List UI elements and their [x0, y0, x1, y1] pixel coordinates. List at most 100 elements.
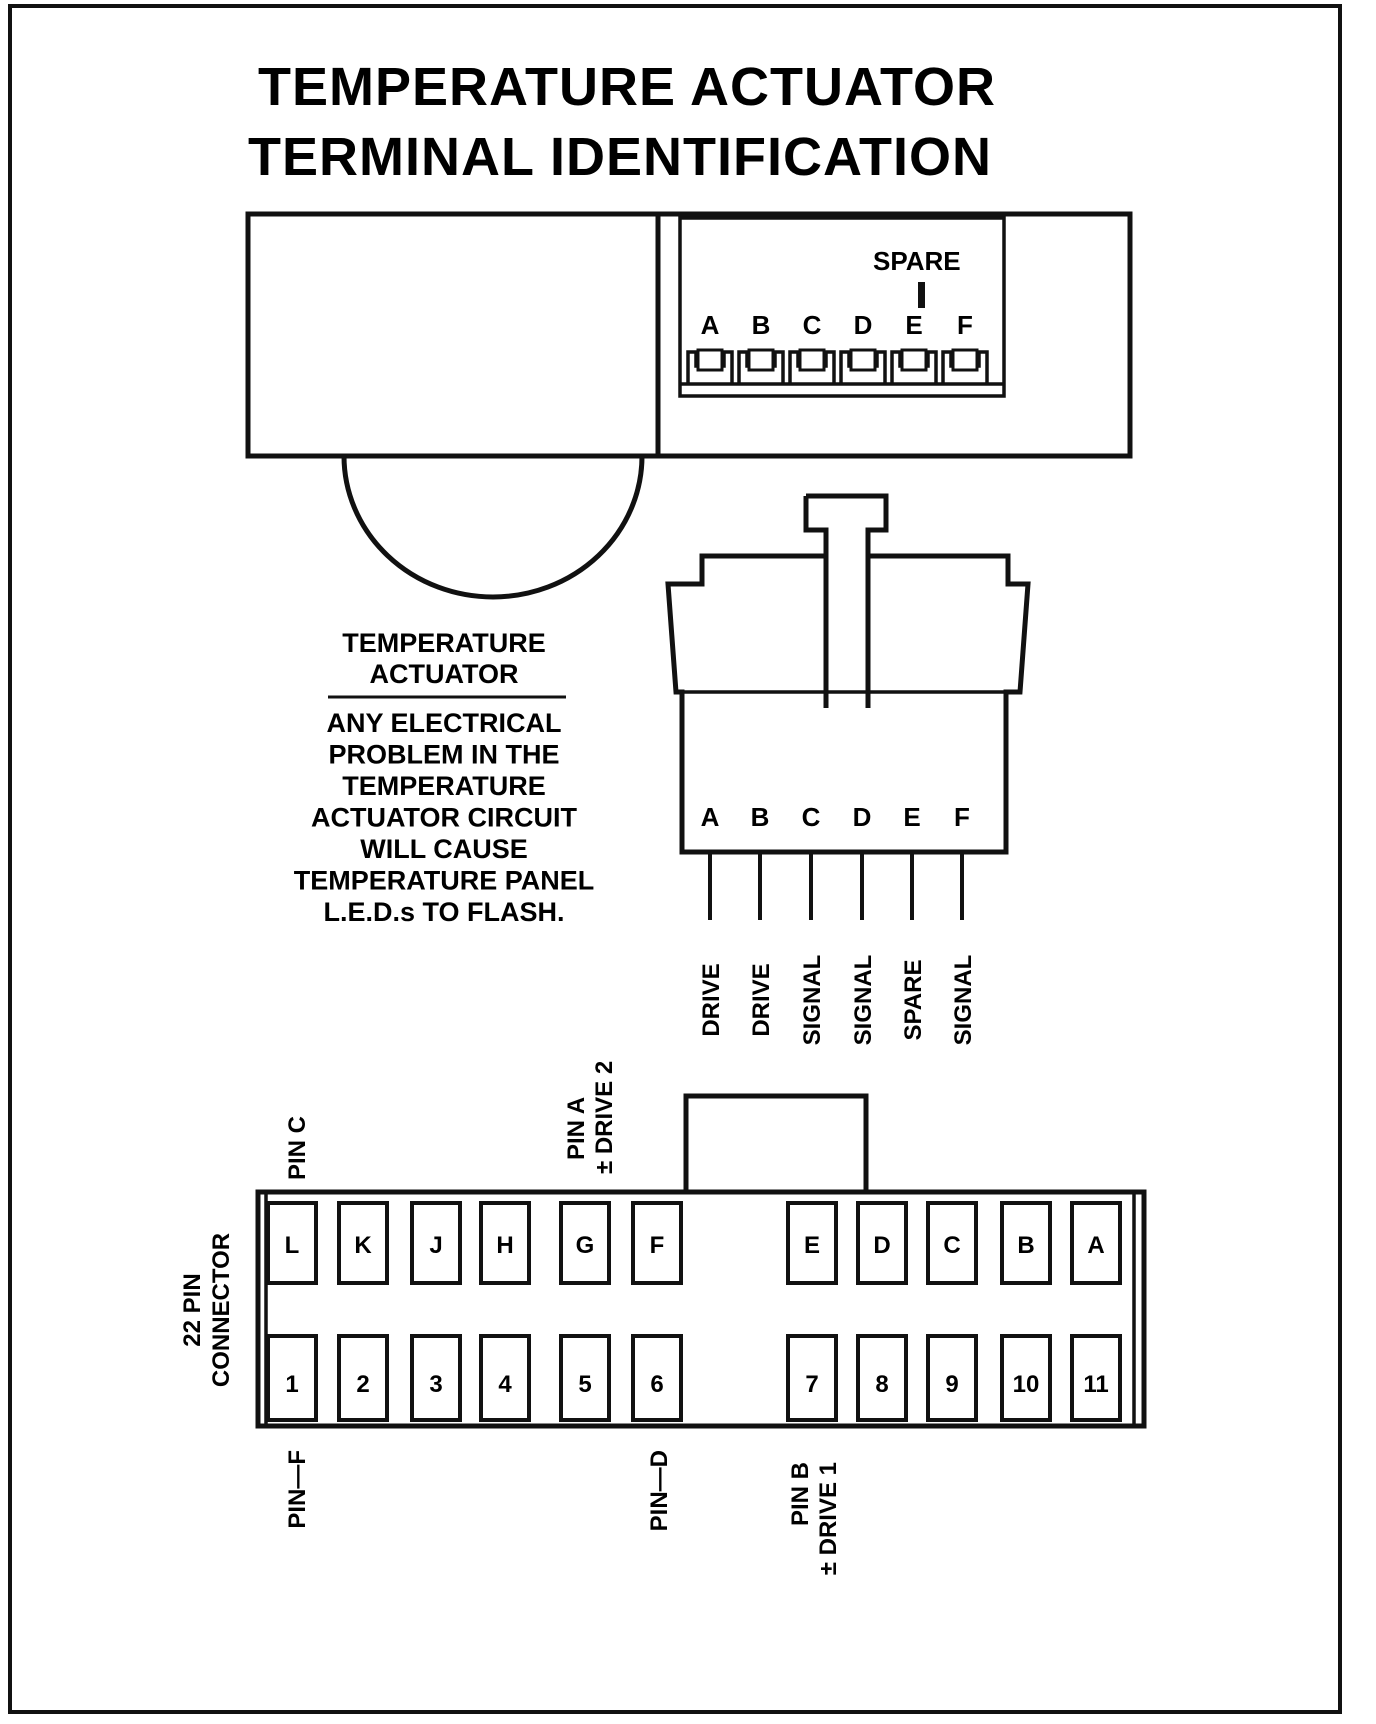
- connector-cavity-bottom: [631, 1334, 683, 1422]
- note-line: WILL CAUSE: [360, 834, 528, 864]
- label-pin-a-line-1: PIN A: [563, 1097, 590, 1160]
- note-line: TEMPERATURE PANEL: [294, 866, 595, 896]
- connector-cavity-top-label: H: [496, 1232, 513, 1259]
- connector-cavity-top: [1000, 1201, 1052, 1285]
- plug-wire-label: DRIVE: [748, 963, 775, 1036]
- connector-cavity-top-label: L: [285, 1232, 300, 1259]
- connector-cavity-top: [786, 1201, 838, 1285]
- actuator-pin-label: B: [752, 310, 771, 340]
- label-pin-b-line-1: PIN B: [787, 1462, 814, 1526]
- outer-border: [8, 4, 1342, 1714]
- connector-cavity-top-label: K: [354, 1232, 372, 1259]
- plug-pin-label: B: [751, 802, 770, 832]
- connector-name-line-2: CONNECTOR: [208, 1233, 235, 1387]
- plug-pin-label: E: [903, 802, 920, 832]
- connector-cavity-top: [856, 1201, 908, 1285]
- connector-cavity-top: [410, 1201, 462, 1285]
- actuator-pin-contact: [747, 348, 775, 372]
- connector-cavity-bottom: [856, 1334, 908, 1422]
- connector-cavity-bottom: [786, 1334, 838, 1422]
- plug-wire-label: SIGNAL: [799, 955, 826, 1046]
- plug-pin-label: C: [802, 802, 821, 832]
- connector-name-line-1: 22 PIN: [179, 1273, 206, 1346]
- connector-cavity-top-label: C: [943, 1232, 960, 1259]
- connector-cavity-bottom-label: 1: [285, 1371, 298, 1398]
- connector-cavity-bottom-label: 3: [429, 1371, 442, 1398]
- connector-cavity-bottom-label: 2: [356, 1371, 369, 1398]
- note-heading-2: ACTUATOR: [370, 659, 519, 689]
- spare-marker: [918, 282, 925, 308]
- plug-wire-label: SPARE: [900, 960, 927, 1041]
- connector-cavity-top-label: J: [429, 1232, 442, 1259]
- connector-cavity-top-label: G: [576, 1232, 595, 1259]
- connector-cavity-bottom: [559, 1334, 611, 1422]
- label-pin-d: PIN—D: [646, 1450, 673, 1531]
- actuator-pin-label: D: [854, 310, 873, 340]
- plug-wire-label: SIGNAL: [950, 955, 977, 1046]
- connector-cavity-bottom-label: 10: [1013, 1371, 1040, 1398]
- actuator-pin-contact: [900, 348, 928, 372]
- actuator-pin-label: F: [957, 310, 973, 340]
- actuator-pin-contact: [951, 348, 979, 372]
- connector-cavity-top-label: B: [1017, 1232, 1034, 1259]
- label-pin-c: PIN C: [284, 1116, 311, 1180]
- connector-cavity-top: [479, 1201, 531, 1285]
- title-line-1: TEMPERATURE ACTUATOR: [258, 57, 996, 117]
- connector-cavity-bottom-label: 9: [945, 1371, 958, 1398]
- actuator-pin-label: C: [803, 310, 822, 340]
- plug-pin-row: A B C D E F: [701, 802, 970, 832]
- connector-cavity-top: [266, 1201, 318, 1285]
- label-pin-f: PIN—F: [284, 1450, 311, 1529]
- connector-cavity-bottom-label: 6: [650, 1371, 663, 1398]
- connector-cavity-bottom: [926, 1334, 978, 1422]
- connector-cavity-top: [926, 1201, 978, 1285]
- note-line: TEMPERATURE: [342, 771, 546, 801]
- actuator-pin-label: E: [905, 310, 922, 340]
- connector-cavity-bottom-label: 7: [805, 1371, 818, 1398]
- connector-cavity-bottom: [337, 1334, 389, 1422]
- note-line: ACTUATOR CIRCUIT: [311, 803, 577, 833]
- connector-22-pin: [255, 1093, 1147, 1429]
- connector-cavity-top-label: F: [650, 1232, 665, 1259]
- connector-cavity-bottom-label: 8: [875, 1371, 888, 1398]
- connector-cavity-bottom-label: 5: [578, 1371, 591, 1398]
- connector-cavity-top: [559, 1201, 611, 1285]
- connector-cavity-bottom: [479, 1334, 531, 1422]
- plug-wire-label: DRIVE: [698, 963, 725, 1036]
- connector-cavity-top: [1070, 1201, 1122, 1285]
- actuator-body: SPARE: [245, 211, 1133, 600]
- note-line: PROBLEM IN THE: [328, 740, 559, 770]
- actuator-pin-row: A B C D E F: [686, 310, 989, 384]
- note-line: L.E.D.s TO FLASH.: [323, 897, 564, 927]
- connector-cavity-bottom: [1000, 1334, 1052, 1422]
- note-heading-1: TEMPERATURE: [342, 628, 546, 658]
- actuator-pin-contact: [696, 348, 724, 372]
- plug-pin-label: D: [853, 802, 872, 832]
- actuator-pin-label: A: [701, 310, 720, 340]
- plug-pin-label: F: [954, 802, 970, 832]
- spare-label: SPARE: [873, 246, 961, 276]
- connector-cavity-bottom: [1070, 1334, 1122, 1422]
- connector-cavity-bottom-label: 11: [1083, 1371, 1108, 1398]
- plug-pin-label: A: [701, 802, 720, 832]
- actuator-pin-contact: [798, 348, 826, 372]
- label-pin-a-line-2: ± DRIVE 2: [591, 1061, 618, 1174]
- plug-wire-label: SIGNAL: [850, 955, 877, 1046]
- connector-cavity-top: [337, 1201, 389, 1285]
- title-line-2: TERMINAL IDENTIFICATION: [248, 127, 992, 187]
- note-line: ANY ELECTRICAL: [326, 708, 561, 738]
- connector-cavity-top-label: A: [1087, 1232, 1104, 1259]
- note-block: TEMPERATURE ACTUATOR ANY ELECTRICALPROBL…: [294, 628, 595, 927]
- connector-cavity-bottom: [266, 1334, 318, 1422]
- connector-bottom-row: 1 2 3 4 5 6 7 8 9 10 11: [266, 1334, 1122, 1422]
- connector-cavity-top-label: D: [873, 1232, 890, 1259]
- label-pin-b-line-2: ± DRIVE 1: [815, 1462, 842, 1575]
- connector-cavity-bottom: [410, 1334, 462, 1422]
- connector-cavity-top: [631, 1201, 683, 1285]
- connector-cavity-top-label: E: [804, 1232, 820, 1259]
- actuator-pin-contact: [849, 348, 877, 372]
- connector-cavity-bottom-label: 4: [498, 1371, 512, 1398]
- actuator-plug: [665, 493, 1031, 855]
